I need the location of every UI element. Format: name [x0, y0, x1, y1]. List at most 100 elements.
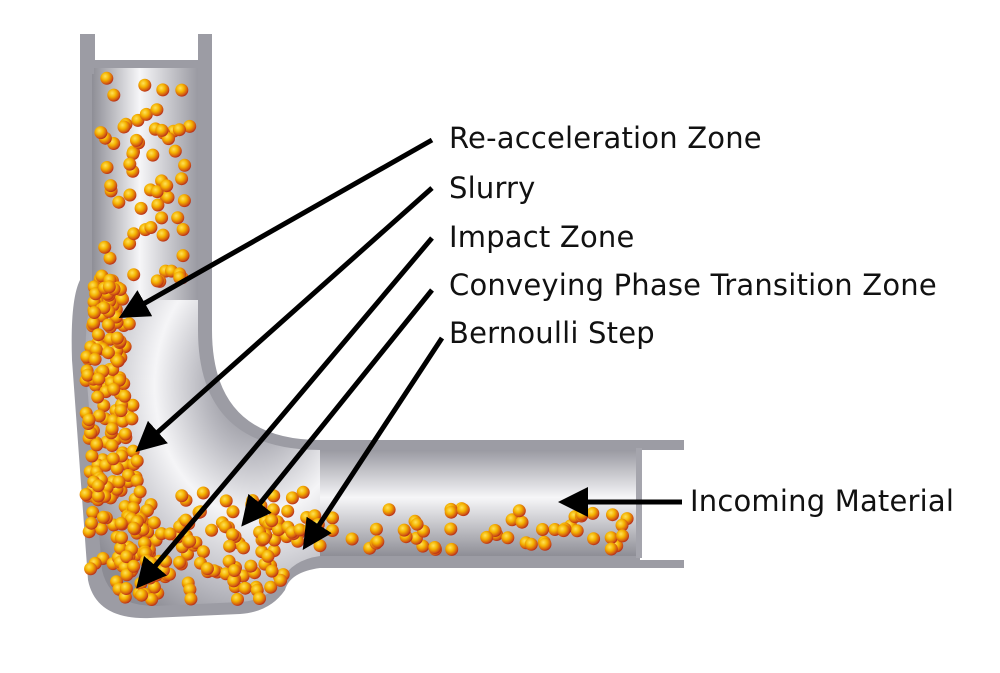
- particle: [87, 306, 101, 319]
- particle: [122, 317, 136, 331]
- particle: [515, 515, 529, 529]
- particle: [253, 592, 266, 605]
- particle: [126, 147, 140, 161]
- particle: [156, 228, 170, 242]
- particle: [102, 280, 116, 294]
- particle: [114, 404, 128, 418]
- particle: [146, 148, 160, 162]
- pipe-rim-right: [198, 34, 212, 74]
- label-impact-zone: Impact Zone: [449, 220, 635, 254]
- particle: [296, 485, 310, 499]
- particle: [112, 475, 126, 489]
- particle: [84, 562, 98, 576]
- particle: [428, 541, 442, 554]
- particle: [92, 372, 106, 386]
- particle: [313, 539, 327, 553]
- particle: [150, 274, 164, 288]
- particle: [445, 542, 459, 556]
- particle: [134, 201, 148, 215]
- particle: [135, 588, 149, 602]
- arrow-bernoulli: [302, 336, 445, 551]
- particle: [151, 198, 165, 212]
- particle: [524, 537, 538, 551]
- particle: [184, 592, 198, 606]
- particle: [91, 390, 105, 404]
- particle: [369, 522, 383, 536]
- particle: [512, 504, 526, 518]
- particle: [118, 389, 132, 403]
- arrow-impact: [136, 236, 434, 589]
- particle: [91, 489, 105, 503]
- particle: [196, 545, 210, 559]
- particle: [112, 195, 126, 209]
- particle: [118, 427, 132, 441]
- particle: [257, 532, 271, 546]
- particle: [147, 516, 161, 530]
- particle: [156, 83, 170, 97]
- particle: [176, 249, 190, 263]
- particle: [604, 542, 618, 556]
- particle: [264, 580, 278, 594]
- particle: [237, 541, 250, 555]
- label-reacceleration-zone: Re-acceleration Zone: [449, 121, 762, 155]
- particle: [155, 211, 169, 225]
- particle: [85, 449, 99, 463]
- particle: [81, 368, 95, 382]
- label-slurry: Slurry: [449, 171, 536, 205]
- particle: [125, 412, 139, 426]
- particle: [226, 528, 239, 542]
- particle: [382, 503, 396, 517]
- particle: [325, 524, 339, 537]
- particle: [107, 88, 121, 102]
- particle: [96, 510, 110, 524]
- particle: [265, 514, 279, 528]
- particle: [200, 562, 214, 576]
- particle: [150, 103, 164, 117]
- particle: [86, 505, 100, 519]
- label-transition-zone: Conveying Phase Transition Zone: [449, 268, 937, 302]
- particle: [82, 413, 96, 427]
- particle: [139, 107, 153, 121]
- particle: [177, 194, 191, 208]
- particle: [587, 532, 601, 546]
- particle: [145, 593, 159, 606]
- particle: [88, 352, 102, 366]
- particle: [84, 516, 98, 530]
- particle: [130, 474, 144, 488]
- particle: [456, 503, 470, 517]
- particle: [123, 237, 137, 250]
- particle: [160, 179, 174, 193]
- particle: [119, 582, 133, 595]
- particle: [586, 506, 600, 520]
- particle: [105, 422, 119, 436]
- particle: [505, 513, 519, 527]
- particle: [103, 251, 117, 265]
- particle: [127, 227, 141, 241]
- particle: [126, 398, 140, 412]
- particle: [155, 123, 169, 137]
- particle: [226, 505, 240, 519]
- particle: [183, 119, 197, 133]
- particle: [100, 161, 114, 174]
- particle: [100, 71, 114, 85]
- particle: [97, 301, 111, 315]
- particle: [261, 549, 275, 563]
- particle: [110, 331, 124, 345]
- particle: [615, 518, 629, 532]
- arrow-transition: [241, 288, 434, 527]
- particle: [285, 491, 299, 505]
- particle: [345, 532, 359, 546]
- particle: [127, 268, 141, 282]
- particle: [104, 179, 118, 193]
- particle: [175, 489, 189, 503]
- particle: [397, 523, 411, 537]
- particle: [606, 508, 619, 522]
- arrow-slurry: [135, 186, 434, 452]
- particle: [91, 479, 105, 493]
- particle: [79, 488, 93, 501]
- particle: [91, 328, 105, 342]
- particle: [265, 564, 279, 578]
- particle: [94, 522, 108, 536]
- particle: [281, 504, 295, 518]
- particle: [114, 516, 128, 530]
